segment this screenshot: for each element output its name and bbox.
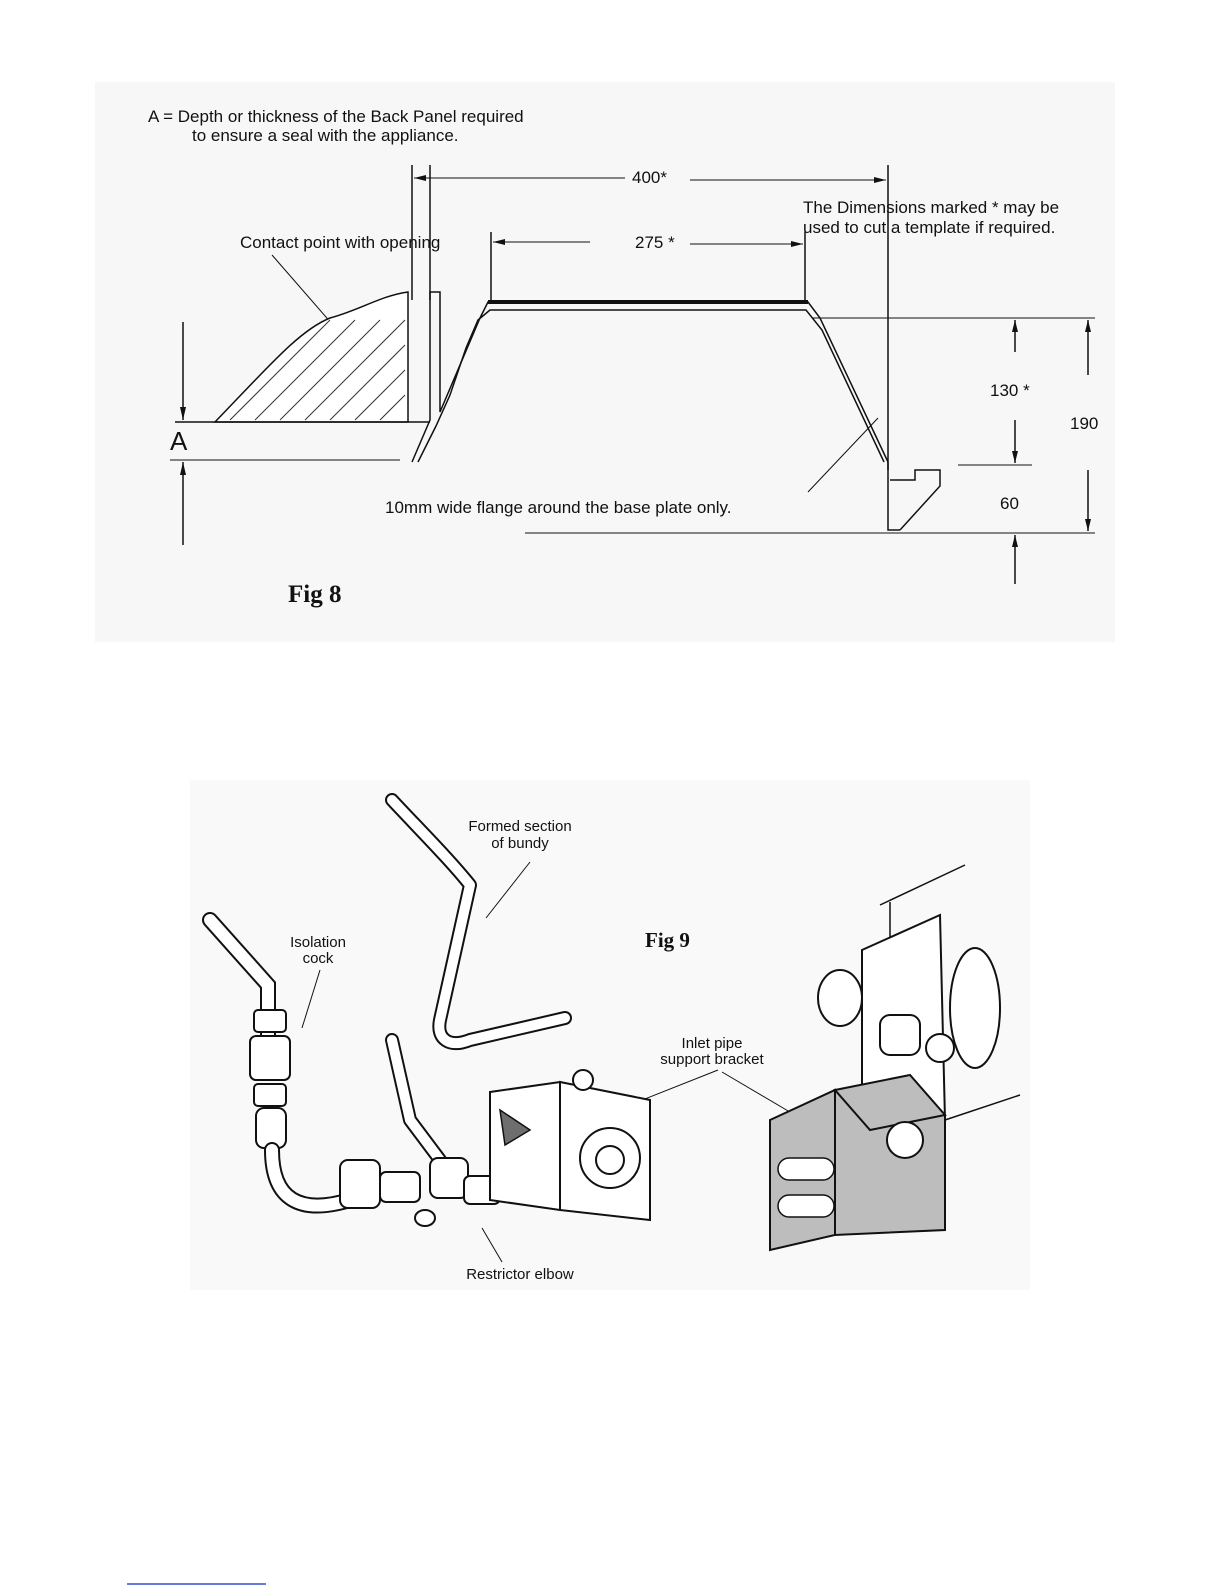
inlet-leader-right (721, 1071, 801, 1119)
formed-leader-line (485, 861, 531, 919)
dim-400-label: 400* (632, 168, 667, 187)
formed-bundy-tube (385, 793, 572, 1051)
fig8-caption: Fig 8 (288, 581, 341, 608)
isolation-cock-assembly (202, 912, 436, 1227)
dimension-130-190-60: 130 * 190 60 (525, 317, 1098, 584)
fig8-diagram: A = Depth or thickness of the Back Panel… (148, 107, 1098, 608)
back-panel-profile (411, 291, 941, 531)
inlet-bracket-line2: support bracket (660, 1051, 764, 1068)
fig9-diagram: Fig 9 Formed section of bundy Isolation … (202, 793, 1021, 1283)
isolation-cock-line2: cock (303, 950, 334, 967)
formed-section-line1: Formed section (468, 818, 571, 835)
dim-130-label: 130 * (990, 381, 1030, 400)
note-a-line1: A = Depth or thickness of the Back Panel… (148, 107, 524, 126)
flange-label: 10mm wide flange around the base plate o… (385, 498, 732, 517)
flange-leader-line (807, 417, 879, 493)
fig8-panel (95, 82, 1115, 642)
restrictor-elbow-label: Restrictor elbow (466, 1266, 574, 1283)
inlet-support-bracket (769, 864, 1021, 1252)
dim-60-label: 60 (1000, 494, 1019, 513)
formed-section-line2: of bundy (491, 835, 549, 852)
restrictor-leader-line (481, 1227, 503, 1263)
template-note-line2: used to cut a template if required. (803, 218, 1055, 237)
template-note-line1: The Dimensions marked * may be (803, 198, 1059, 217)
isolation-cock-line1: Isolation (290, 934, 346, 951)
contact-point-label: Contact point with opening (240, 233, 440, 252)
gas-valve-body (489, 1069, 651, 1222)
note-a-line2: to ensure a seal with the appliance. (192, 126, 459, 145)
label-a: A (170, 426, 188, 456)
inlet-bracket-line1: Inlet pipe (682, 1035, 743, 1052)
dimension-275: 275 * (490, 232, 806, 300)
dimension-a: A (170, 322, 400, 545)
wall-section (175, 291, 430, 423)
isolation-leader-line (301, 969, 321, 1029)
fig9-caption: Fig 9 (645, 928, 690, 952)
dim-275-label: 275 * (635, 233, 675, 252)
dim-190-label: 190 (1070, 414, 1098, 433)
